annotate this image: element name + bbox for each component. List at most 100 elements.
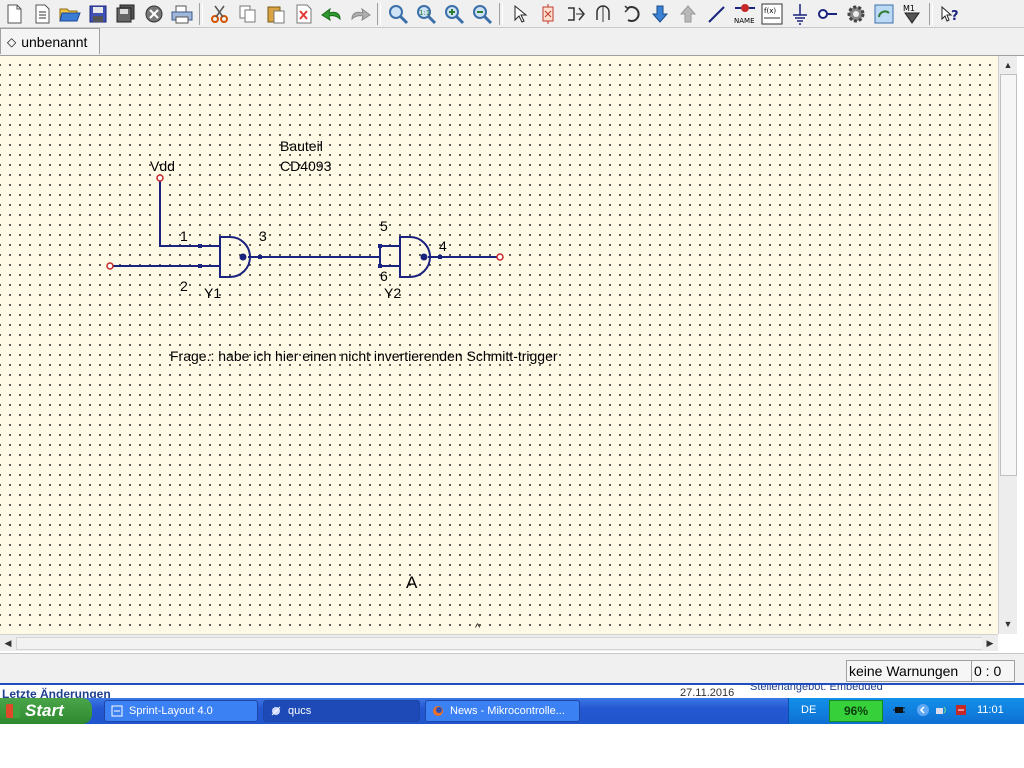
zoom-fit-icon[interactable] (386, 2, 410, 26)
svg-text:?: ? (951, 9, 959, 24)
schematic-drawing (106, 174, 504, 278)
pin-node (378, 244, 382, 248)
system-tray: DE 96% 11:01 (788, 698, 1024, 724)
new-text-icon[interactable] (30, 2, 54, 26)
rotate-icon[interactable] (620, 2, 644, 26)
schematic-canvas[interactable]: Vdd Bauteil CD4093 1 2 3 5 6 4 Y1 Y2 Fra… (0, 56, 998, 634)
tab-title: unbenannt (21, 33, 88, 50)
horizontal-scroll-thumb[interactable] (16, 637, 984, 650)
gate1-label[interactable]: Y1 (204, 285, 222, 301)
task-sprint-layout[interactable]: Sprint-Layout 4.0 (104, 700, 258, 722)
fx-label: f(x) (764, 7, 776, 15)
zoom-1to1-icon[interactable]: 1:1 (414, 2, 438, 26)
taskbar: Start Sprint-Layout 4.0 qucs News - Mikr… (0, 698, 1024, 724)
status-bar: keine Warnungen 0 : 0 (0, 653, 1024, 684)
save-all-icon[interactable] (114, 2, 138, 26)
mirror-y-icon[interactable] (592, 2, 616, 26)
scroll-down-icon[interactable]: ▼ (1000, 616, 1016, 632)
pin-node (378, 264, 382, 268)
vdd-label[interactable]: Vdd (150, 158, 175, 174)
security-icon[interactable] (955, 704, 967, 716)
paste-icon[interactable] (264, 2, 288, 26)
equation-icon[interactable]: f(x) (760, 2, 784, 26)
cut-icon[interactable] (208, 2, 232, 26)
help-icon[interactable]: ? (938, 2, 962, 26)
copy-icon[interactable] (236, 2, 260, 26)
scroll-left-icon[interactable]: ◀ (0, 635, 16, 651)
vdd-port-node[interactable] (156, 174, 164, 182)
pin-node (198, 244, 202, 248)
cursor-position: 0 : 0 (971, 660, 1015, 682)
question-text[interactable]: Frage.: habe ich hier einen nicht invert… (170, 348, 558, 364)
scroll-right-icon[interactable]: ▶ (982, 635, 998, 651)
vertical-scroll-thumb[interactable] (1000, 74, 1017, 476)
vertical-scrollbar[interactable]: ▲ ▼ (998, 56, 1017, 634)
toolbar-separator (499, 2, 503, 25)
part-name[interactable]: CD4093 (280, 158, 332, 174)
edit-file-icon[interactable] (872, 2, 896, 26)
save-icon[interactable] (86, 2, 110, 26)
task-browser[interactable]: News - Mikrocontrolle... (425, 700, 580, 722)
move-down-icon[interactable] (648, 2, 672, 26)
delete-icon[interactable] (292, 2, 316, 26)
redo-icon[interactable] (348, 2, 372, 26)
gate1-inputs (200, 245, 220, 267)
background-news: Stellenangebot: Embedded (750, 683, 883, 693)
toolbar-separator (377, 2, 381, 25)
desktop-blank-area (0, 724, 1024, 768)
task-qucs[interactable]: qucs (263, 700, 420, 722)
gate2-invert-bubble (420, 253, 428, 261)
close-icon[interactable] (142, 2, 166, 26)
marker-icon[interactable]: M1 (900, 2, 924, 26)
windows-logo-icon (6, 704, 20, 718)
component-box-icon[interactable] (536, 2, 560, 26)
toolbar-separator (199, 2, 203, 25)
print-icon[interactable] (170, 2, 194, 26)
pin-node (438, 255, 442, 259)
pin6-label: 6 (380, 268, 388, 284)
gate2-label[interactable]: Y2 (384, 285, 402, 301)
language-indicator[interactable]: DE (801, 704, 817, 716)
open-folder-icon[interactable] (58, 2, 82, 26)
chevron-left-icon[interactable] (917, 704, 929, 716)
input-port-node[interactable] (106, 262, 114, 270)
ground-icon[interactable] (788, 2, 812, 26)
gate2-body[interactable] (399, 236, 431, 278)
task-label: News - Mikrocontrolle... (450, 705, 565, 717)
power-plug-icon[interactable] (893, 704, 905, 716)
part-label[interactable]: Bauteil (280, 138, 323, 154)
undo-icon[interactable] (320, 2, 344, 26)
marker-label: M1 (903, 4, 915, 13)
sprint-layout-icon (111, 705, 123, 717)
new-file-icon[interactable] (2, 2, 26, 26)
scroll-up-icon[interactable]: ▲ (1000, 57, 1016, 73)
battery-indicator[interactable]: 96% (829, 700, 883, 722)
background-window: Letzte Änderungen 27.11.2016 Stellenange… (0, 683, 1024, 700)
tab-document[interactable]: ◇ unbenannt (0, 28, 101, 54)
port-icon[interactable] (816, 2, 840, 26)
pin-node (258, 255, 262, 259)
gate1-body[interactable] (219, 236, 251, 278)
wire-label-icon[interactable]: NAME (732, 2, 756, 26)
output-port-node[interactable] (496, 253, 504, 261)
clock[interactable]: 11:01 (977, 704, 1004, 716)
start-button[interactable]: Start (0, 698, 92, 724)
firefox-icon (433, 706, 443, 716)
task-label: Sprint-Layout 4.0 (129, 705, 213, 717)
pin3-label: 3 (259, 228, 267, 244)
task-label: qucs (288, 705, 312, 717)
gate2-inputs (379, 245, 400, 267)
gate1-invert-bubble (239, 253, 247, 261)
cursor-label: A (406, 573, 418, 592)
move-up-icon[interactable] (676, 2, 700, 26)
zoom-out-icon[interactable] (470, 2, 494, 26)
mirror-x-icon[interactable] (564, 2, 588, 26)
simulate-icon[interactable] (844, 2, 868, 26)
pin5-label: 5 (380, 218, 388, 234)
horizontal-scrollbar[interactable]: ◀ ▶ (0, 634, 998, 651)
zoom-in-icon[interactable] (442, 2, 466, 26)
wire-vdd[interactable] (159, 180, 200, 247)
select-pointer-icon[interactable] (508, 2, 532, 26)
wire-icon[interactable] (704, 2, 728, 26)
network-icon[interactable] (935, 704, 947, 716)
